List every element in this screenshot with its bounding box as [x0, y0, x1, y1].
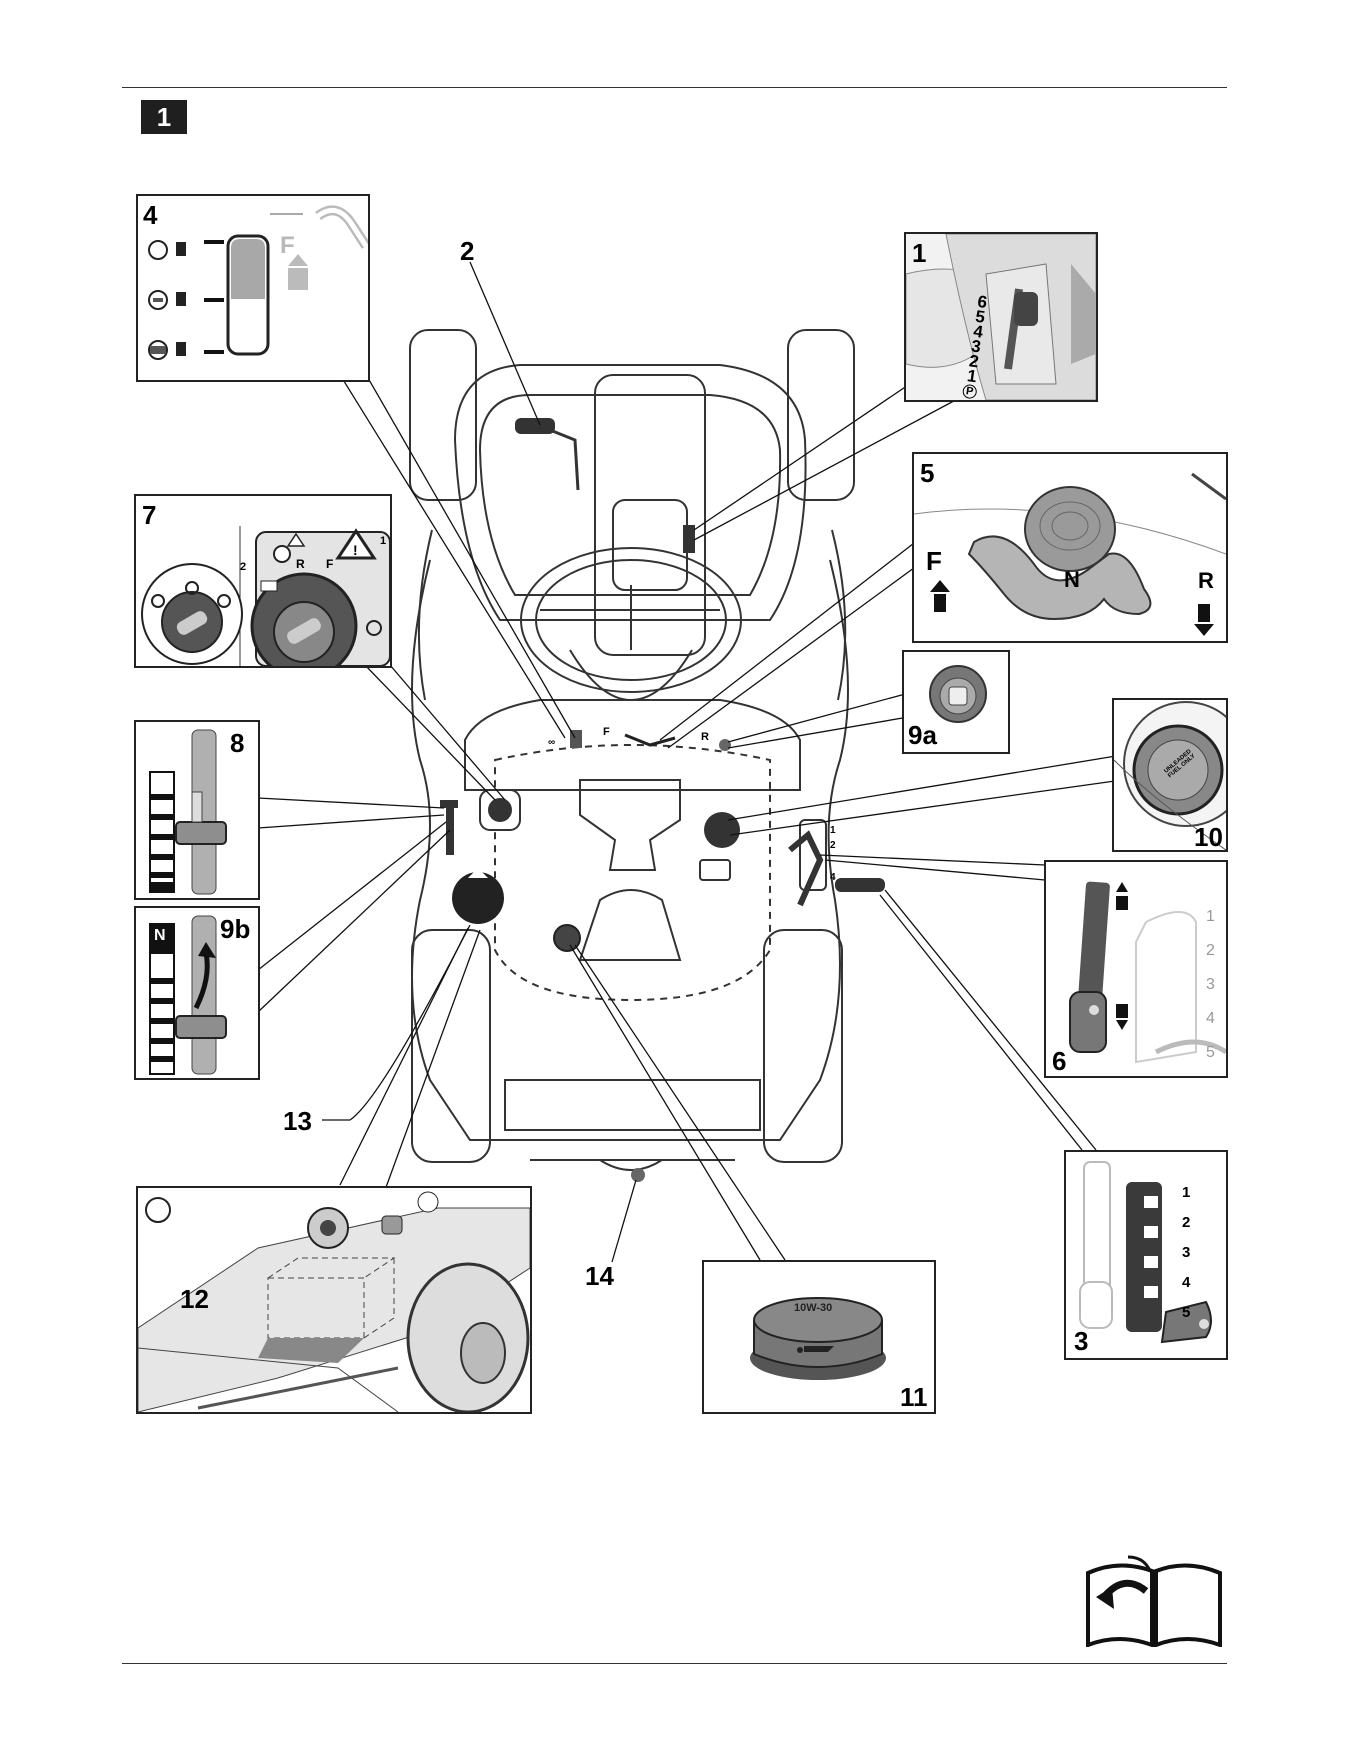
manual-book-icon [1084, 1553, 1224, 1647]
svg-text:F: F [603, 726, 610, 738]
inset-3-positions: 1 2 3 4 5 [1182, 1178, 1198, 1328]
inset-5-forward: F [926, 548, 942, 574]
oil-cap-text: 10W-30 [794, 1302, 832, 1314]
callout-10: 10 [1194, 824, 1223, 850]
inset-7-label-2: 2 [240, 562, 246, 573]
svg-text:∞: ∞ [548, 737, 555, 748]
svg-text:!: ! [353, 542, 358, 558]
callout-2: 2 [460, 236, 474, 266]
inset-7-badge-r: R [296, 558, 305, 570]
svg-text:R: R [701, 731, 709, 743]
inset-12-battery-area: 12 [136, 1186, 532, 1414]
inset-7-ignition: 7 ! 2 1 R F [134, 494, 392, 668]
inset-3-cutting-height: 1 2 3 4 5 3 [1064, 1150, 1228, 1360]
callout-14: 14 [585, 1261, 614, 1291]
callout-13: 13 [283, 1106, 312, 1136]
svg-text:4: 4 [830, 872, 836, 883]
inset-7-label-1: 1 [380, 536, 386, 547]
inset-11-oil-cap: 10W-30 11 [702, 1260, 936, 1414]
leader-lines [212, 262, 1122, 1340]
inset-9b-choke: 9b N [134, 906, 260, 1080]
callout-9a: 9a [908, 722, 937, 748]
svg-text:1: 1 [830, 825, 836, 836]
inset-4-letter: F [280, 234, 295, 258]
callout-6: 6 [1052, 1048, 1066, 1074]
svg-text:2: 2 [830, 840, 836, 851]
dash-controls: ∞ F R [440, 418, 885, 1182]
callout-11: 11 [900, 1384, 928, 1410]
inset-1-gear-selector: 1 6 5 4 3 2 1 P [904, 232, 1098, 402]
inset-5-reverse: R [1198, 570, 1214, 592]
inset-9b-mark: N [154, 928, 166, 944]
inset-5-neutral: N [1064, 569, 1080, 591]
inset-7-badge-f: F [326, 558, 333, 570]
inset-8-throttle: 8 [134, 720, 260, 900]
callout-3: 3 [1074, 1328, 1088, 1354]
inset-5-drive-selector: 5 F N R [912, 452, 1228, 643]
callout-12: 12 [180, 1286, 209, 1312]
inset-6-cutting-height: 1 2 3 4 5 6 [1044, 860, 1228, 1078]
inset-4-fuel-gauge: 4 F [136, 194, 370, 382]
inset-9a-pto-button: 9a [902, 650, 1010, 754]
inset-10-fuel-cap: UNLEADED FUEL ONLY 10 [1112, 698, 1228, 852]
inset-6-positions: 1 2 3 4 5 [1206, 900, 1222, 1070]
